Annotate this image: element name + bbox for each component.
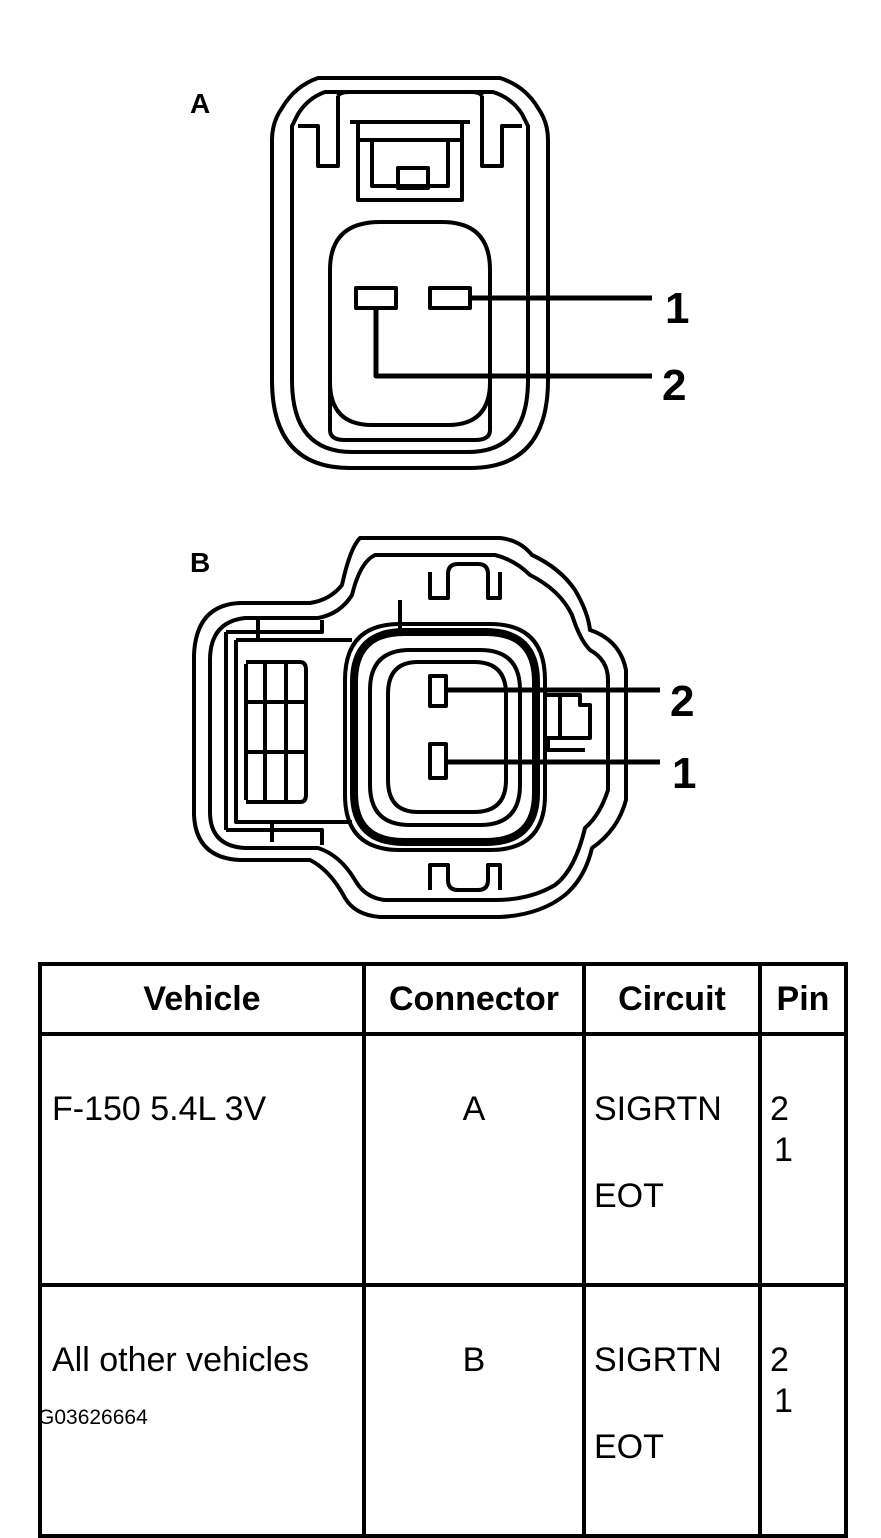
- circuit-cell: SIGRTN EOT: [582, 1032, 762, 1287]
- circuit-cell: SIGRTN EOT: [582, 1283, 762, 1538]
- circuit-name: EOT: [594, 1177, 664, 1215]
- connector-b: B 2 1: [190, 536, 696, 919]
- pin-number: 2: [770, 1090, 789, 1128]
- header-connector: Connector: [362, 962, 586, 1036]
- pin-number: 2: [770, 1341, 789, 1379]
- connector-a-pin-bottom-label: 2: [662, 361, 686, 410]
- header-circuit: Circuit: [582, 962, 762, 1036]
- connector-b-pin-top-label: 2: [670, 677, 694, 726]
- circuit-name: EOT: [594, 1428, 664, 1466]
- connector-diagram: A 1 2 B: [190, 76, 696, 919]
- circuit-name: SIGRTN: [594, 1090, 722, 1128]
- circuit-name: SIGRTN: [594, 1341, 722, 1379]
- table-row: All other vehicles B SIGRTN EOT 2 1: [38, 1283, 848, 1538]
- connector-cell: B: [362, 1283, 586, 1538]
- pinout-table: Vehicle Connector Circuit Pin F-150 5.4L…: [38, 962, 848, 1538]
- connector-a-pin-top-label: 1: [665, 284, 689, 333]
- connector-a: A 1 2: [190, 76, 689, 470]
- table-row: F-150 5.4L 3V A SIGRTN EOT 2 1: [38, 1032, 848, 1287]
- connector-b-label: B: [190, 547, 210, 578]
- table-header-row: Vehicle Connector Circuit Pin: [38, 962, 848, 1036]
- connector-cell: A: [362, 1032, 586, 1287]
- connector-a-label: A: [190, 88, 210, 119]
- pin-number: 1: [774, 1131, 793, 1169]
- connector-b-pin-bottom-label: 1: [672, 749, 696, 798]
- pin-cell: 2 1: [758, 1032, 848, 1287]
- pin-cell: 2 1: [758, 1283, 848, 1538]
- vehicle-cell: F-150 5.4L 3V: [38, 1032, 366, 1287]
- header-pin: Pin: [758, 962, 848, 1036]
- header-vehicle: Vehicle: [38, 962, 366, 1036]
- pin-number: 1: [774, 1382, 793, 1420]
- figure-id: G03626664: [38, 1406, 148, 1429]
- vehicle-cell: All other vehicles: [38, 1283, 366, 1538]
